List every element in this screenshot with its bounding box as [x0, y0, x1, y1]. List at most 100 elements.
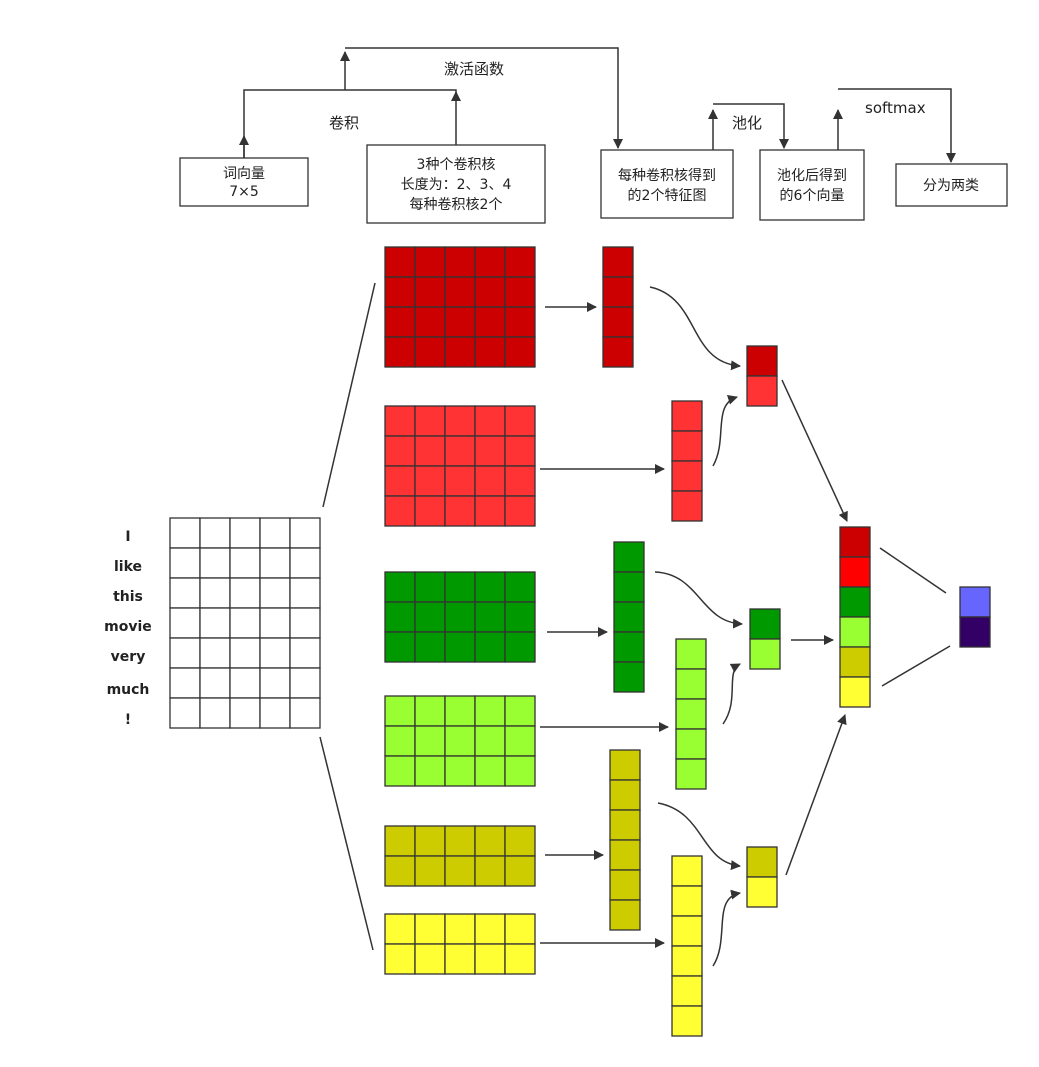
- kernel-red-light-cell: [384, 465, 416, 497]
- sentence-matrix-cell: [169, 697, 201, 729]
- box-kernels-line-3: 每种卷积核2个: [410, 197, 503, 213]
- kernel-red-light-cell: [474, 465, 506, 497]
- feature-map-2-cell: [671, 490, 703, 522]
- kernel-red-light-cell: [504, 495, 536, 527]
- kernel-red-dark-cell: [474, 306, 506, 338]
- output-lines: [879, 547, 951, 687]
- box-feature-maps: 每种卷积核得到 的2个特征图: [600, 149, 734, 219]
- box-kernels-line-2: 长度为：2、3、4: [401, 177, 512, 193]
- feature-map-2: [671, 400, 703, 522]
- output-line-bottom: [881, 645, 951, 687]
- concat-vector-cell: [839, 616, 871, 648]
- kernel-red-dark-cell: [444, 246, 476, 278]
- output-vector: [959, 586, 991, 648]
- sentence-matrix-cell: [259, 607, 291, 639]
- feature-map-6-cell: [671, 855, 703, 887]
- kernel-yellow-cell: [474, 913, 506, 945]
- kernel-green-light-cell: [384, 725, 416, 757]
- kernel-green-dark-cell: [504, 631, 536, 663]
- sentence-matrix-cell: [259, 697, 291, 729]
- kernel-olive-cell: [414, 855, 446, 887]
- kernel-green-light-cell: [414, 725, 446, 757]
- sentence-matrix-cell: [289, 667, 321, 699]
- box-kernels: 3种个卷积核 长度为：2、3、4 每种卷积核2个: [366, 144, 546, 224]
- sentence-matrix-cell: [199, 697, 231, 729]
- kernel-red-dark-cell: [474, 246, 506, 278]
- kernel-red-dark-cell: [504, 276, 536, 308]
- kernel-green-light-cell: [504, 695, 536, 727]
- top-connectors: [239, 47, 956, 163]
- pool-curve-1: [649, 286, 741, 371]
- feature-map-2-cell: [671, 430, 703, 462]
- word-6: much: [107, 682, 150, 698]
- feature-map-3: [613, 541, 645, 693]
- word-4: movie: [104, 619, 152, 635]
- kernel-green-dark-cell: [474, 571, 506, 603]
- kernel-red-light-cell: [414, 465, 446, 497]
- feature-map-6-cell: [671, 975, 703, 1007]
- feature-map-5-cell: [609, 899, 641, 931]
- kernel-olive-cell: [474, 855, 506, 887]
- kernel-green-dark-cell: [384, 631, 416, 663]
- kernel-green-dark-cell: [444, 601, 476, 633]
- pooled-vector-3: [746, 846, 778, 908]
- sentence-matrix-cell: [199, 547, 231, 579]
- kernel-olive-cell: [504, 855, 536, 887]
- feature-map-4-cell: [675, 638, 707, 670]
- feature-map-1-cell: [602, 276, 634, 308]
- sentence-matrix-cell: [169, 667, 201, 699]
- kernel-green-light-cell: [414, 755, 446, 787]
- kernel-red-light-cell: [444, 465, 476, 497]
- feature-map-4-cell: [675, 668, 707, 700]
- kernel-green-dark-cell: [504, 601, 536, 633]
- kernel-red-dark-cell: [444, 306, 476, 338]
- feature-map-1-cell: [602, 246, 634, 278]
- kernel-red-dark-cell: [504, 246, 536, 278]
- connector-activation-down: [345, 47, 623, 149]
- feature-map-5-cell: [609, 839, 641, 871]
- pool-curve-6: [712, 889, 741, 967]
- kernel-yellow: [384, 913, 536, 975]
- kernel-red-light-cell: [504, 435, 536, 467]
- fan-lines: [319, 282, 376, 951]
- kernel-red-dark-cell: [414, 276, 446, 308]
- pool-curves: [649, 286, 743, 967]
- sentence-matrix-cell: [259, 577, 291, 609]
- feature-map-5-cell: [609, 749, 641, 781]
- box-word-vector: 词向量 7×5: [179, 157, 309, 207]
- kernel-red-light-cell: [474, 405, 506, 437]
- concat-vector: [839, 526, 871, 708]
- kernel-yellow-cell: [444, 913, 476, 945]
- kernel-red-light-cell: [384, 405, 416, 437]
- grids: [169, 246, 991, 1037]
- kernel-olive-cell: [474, 825, 506, 857]
- kernel-red-light-cell: [414, 435, 446, 467]
- kernel-red-dark-cell: [384, 336, 416, 368]
- feature-map-1: [602, 246, 634, 368]
- sentence-matrix-cell: [199, 667, 231, 699]
- kernel-red-dark-cell: [474, 276, 506, 308]
- sentence-matrix-cell: [259, 667, 291, 699]
- feature-map-1-cell: [602, 306, 634, 338]
- feature-map-6-cell: [671, 1005, 703, 1037]
- kernel-red-dark-cell: [414, 246, 446, 278]
- kernel-green-dark-cell: [414, 571, 446, 603]
- kernel-red-light: [384, 405, 536, 527]
- kernel-yellow-cell: [504, 913, 536, 945]
- kernel-green-light-cell: [474, 725, 506, 757]
- kernel-yellow-cell: [474, 943, 506, 975]
- concat-arrows: [781, 379, 848, 876]
- word-7: !: [125, 712, 131, 728]
- feature-map-5-cell: [609, 809, 641, 841]
- feature-map-4: [675, 638, 707, 790]
- sentence-matrix-cell: [169, 637, 201, 669]
- sentence-matrix-cell: [229, 547, 261, 579]
- sentence-matrix-cell: [199, 637, 231, 669]
- kernel-red-dark-cell: [384, 306, 416, 338]
- box-pooled: 池化后得到 的6个向量: [759, 149, 865, 221]
- sentence-matrix-cell: [229, 607, 261, 639]
- kernel-green-dark-cell: [414, 631, 446, 663]
- sentence-matrix-cell: [259, 547, 291, 579]
- sentence-matrix-cell: [259, 517, 291, 549]
